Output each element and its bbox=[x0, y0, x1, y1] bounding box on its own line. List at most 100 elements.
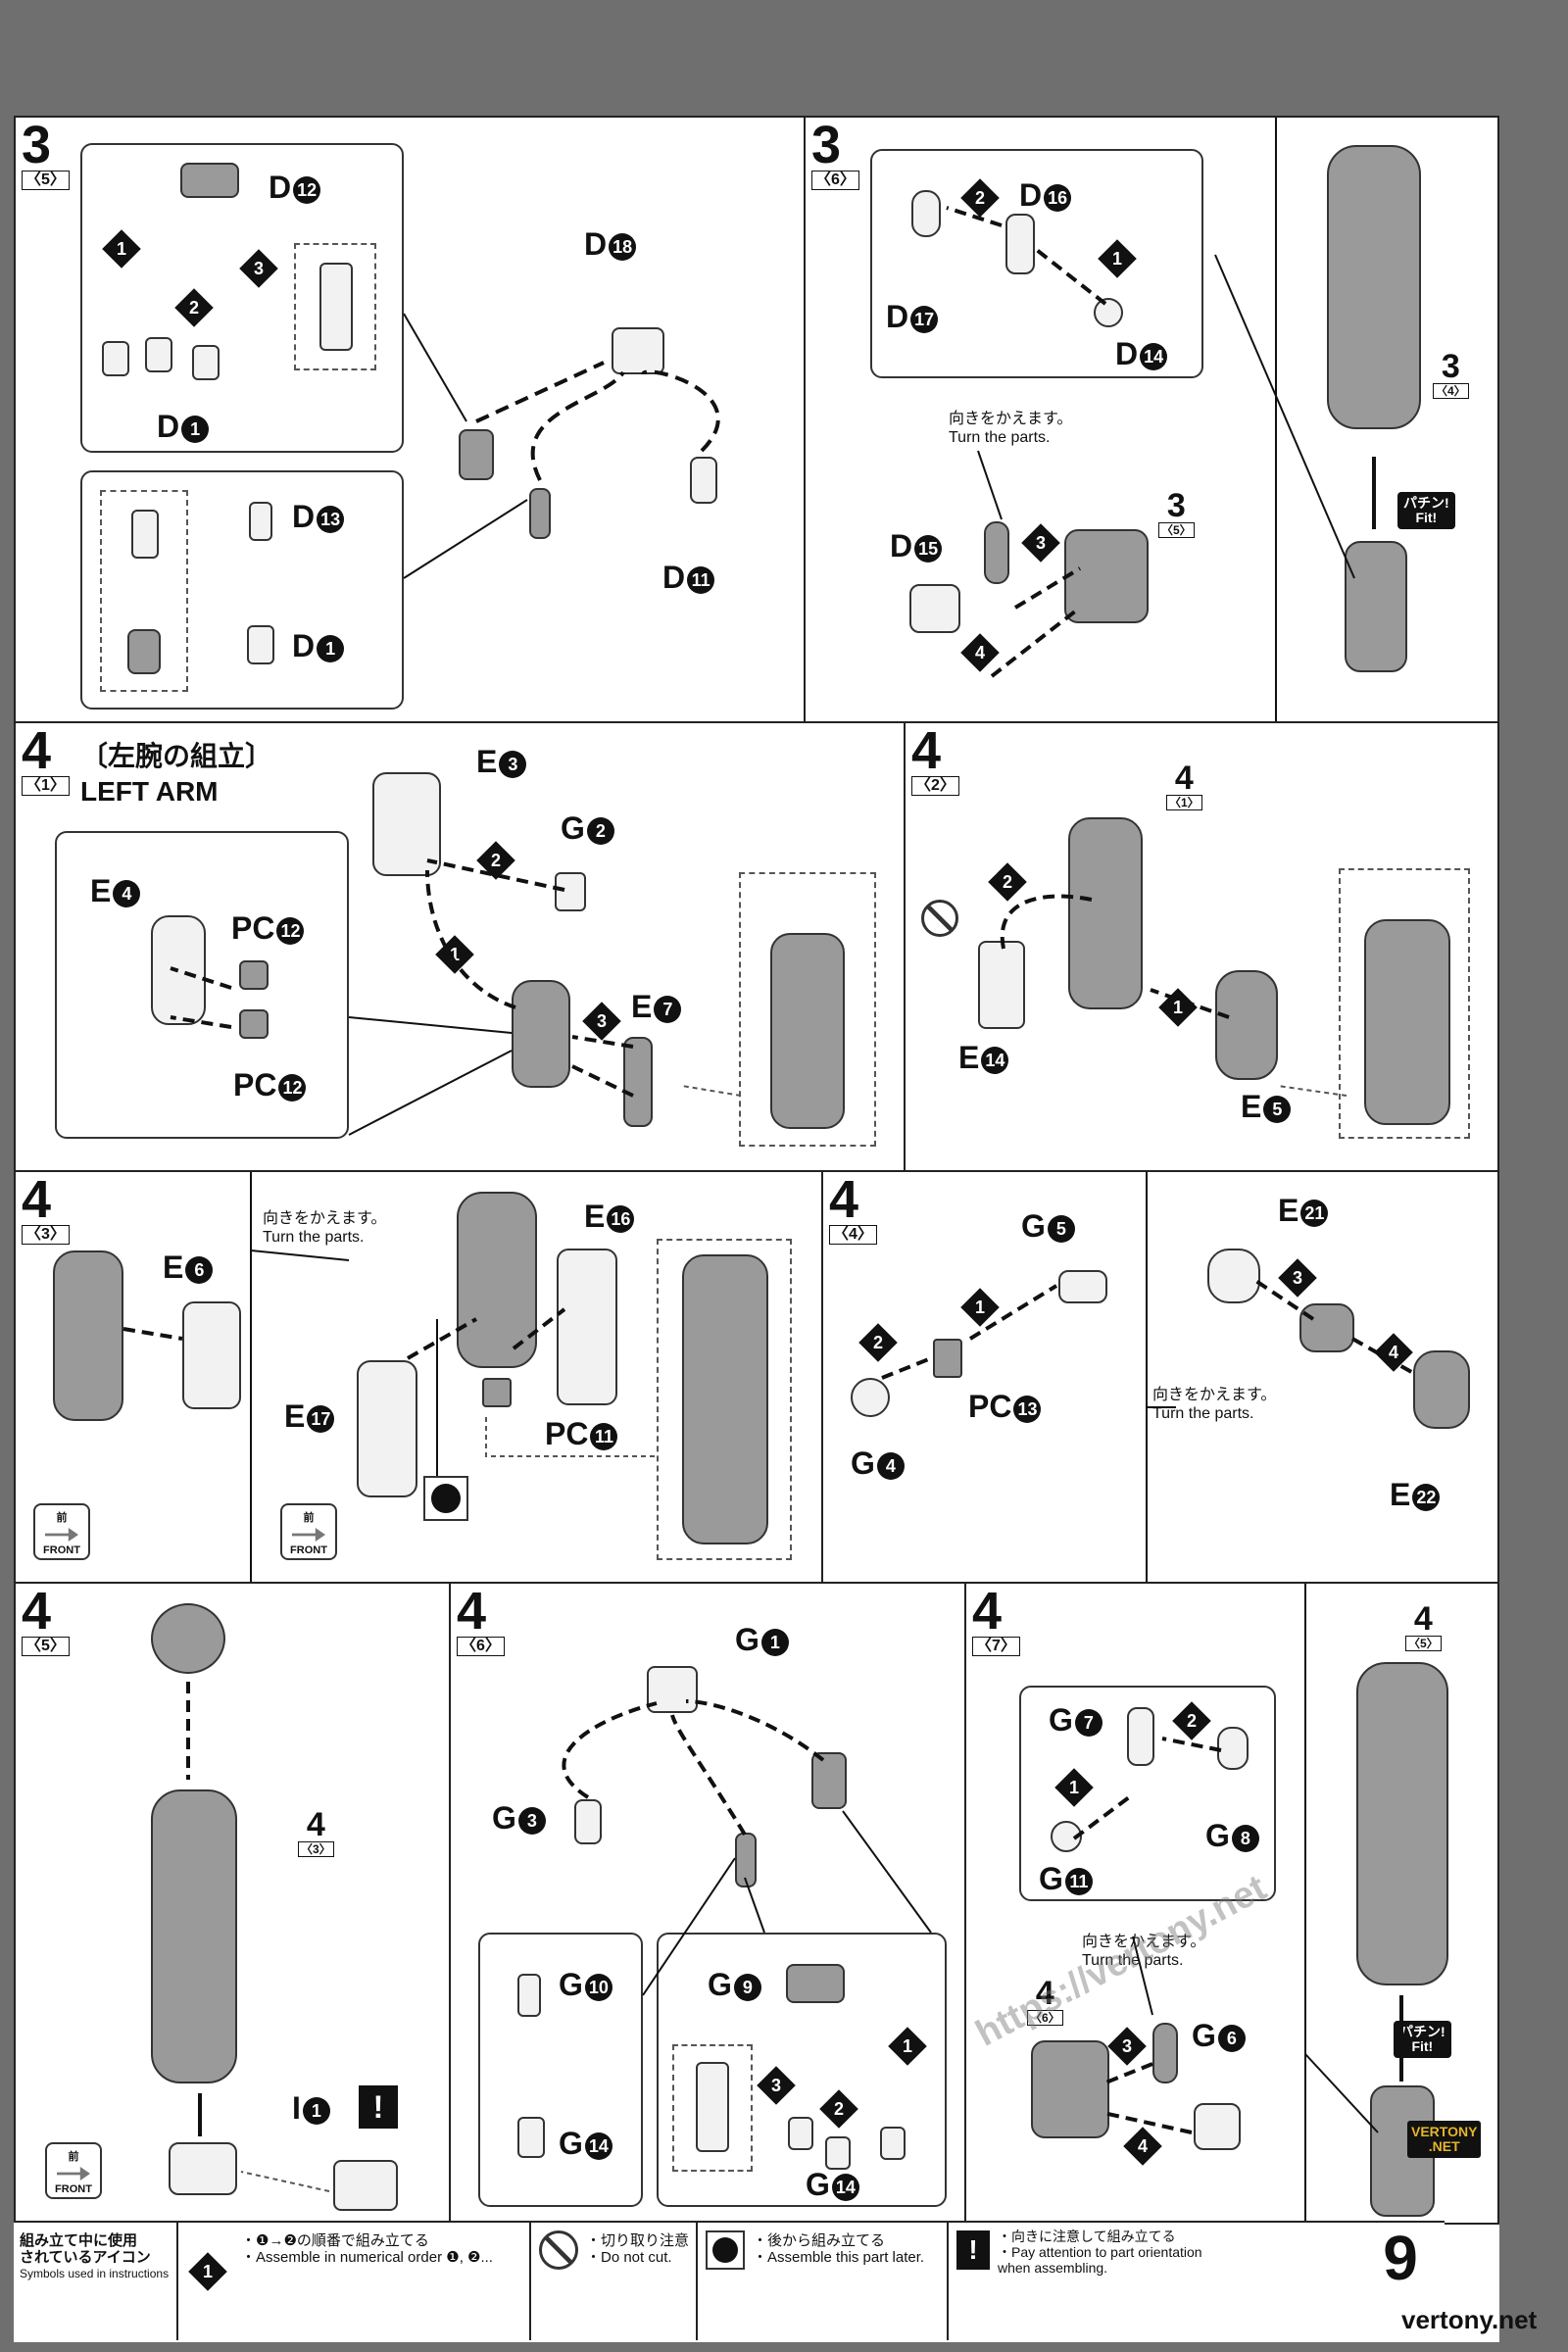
hand-frame-part bbox=[647, 1666, 698, 1713]
vertony-logo: VERTONY.NET bbox=[1407, 2121, 1482, 2158]
hand-assembled-part bbox=[1345, 541, 1407, 672]
polycap-part bbox=[482, 1378, 512, 1407]
substep-number: 〈3〉 bbox=[22, 1225, 70, 1245]
substep-number: 〈6〉 bbox=[457, 1637, 505, 1656]
wrist-joint-part bbox=[1217, 1727, 1249, 1770]
assemble-later-icon bbox=[706, 2230, 745, 2270]
front-jp: 前 bbox=[303, 1512, 315, 1524]
finger-detail-part bbox=[696, 2062, 729, 2152]
shoulder-ball-part bbox=[151, 1603, 225, 1674]
legend-orient-en2: when assembling. bbox=[998, 2260, 1108, 2276]
step-marker-2: 2 bbox=[1172, 1701, 1211, 1740]
wrist-part bbox=[1127, 1707, 1154, 1766]
substep-number: 〈5〉 bbox=[22, 171, 70, 190]
assemble-later-icon bbox=[423, 1476, 468, 1521]
assembly-arrows bbox=[881, 1172, 1416, 1582]
step-marker-1: 1 bbox=[888, 2027, 927, 2066]
elbow-assembly-part bbox=[1299, 1303, 1354, 1352]
upper-arm-frame-part bbox=[372, 772, 441, 876]
turn-parts-note: 向きをかえます。 Turn the parts. bbox=[1152, 1386, 1276, 1423]
polycap-part bbox=[239, 960, 269, 990]
legend-orientation: ! ・向きに注意して組み立てる ・Pay attention to part o… bbox=[949, 2223, 1243, 2340]
step-marker-4: 4 bbox=[960, 633, 1000, 672]
fit-jp: パチン! bbox=[1399, 2024, 1446, 2039]
cap-part bbox=[1051, 1821, 1082, 1852]
hand-frame-part bbox=[612, 327, 664, 374]
logo-line2: .NET bbox=[1428, 2138, 1460, 2154]
front-indicator: 前 FRONT bbox=[33, 1503, 90, 1560]
front-en: FRONT bbox=[55, 2183, 92, 2195]
palm-part bbox=[909, 584, 960, 633]
legend-later-jp: ・後から組み立てる bbox=[753, 2232, 886, 2249]
hand-part bbox=[1064, 529, 1149, 623]
detail-box bbox=[1339, 868, 1470, 1139]
forearm-part bbox=[1327, 145, 1421, 429]
fingers-part bbox=[811, 1752, 847, 1809]
wrist-ball-part bbox=[1152, 2023, 1178, 2083]
thumb-part bbox=[517, 1974, 541, 2017]
elbow-cover-part bbox=[1207, 1249, 1260, 1303]
turn-note-en: Turn the parts. bbox=[1152, 1405, 1254, 1422]
front-jp: 前 bbox=[56, 1512, 68, 1524]
upper-arm-part bbox=[53, 1250, 123, 1421]
step-marker-3: 3 bbox=[1107, 2027, 1147, 2066]
front-en: FRONT bbox=[43, 1544, 80, 1556]
thumb-joint-part bbox=[517, 2117, 545, 2158]
wrist-cover-part bbox=[169, 2142, 237, 2195]
step-marker-3: 3 bbox=[239, 249, 278, 288]
icon-legend: 組み立て中に使用 されているアイコン Symbols used in instr… bbox=[14, 2221, 1445, 2340]
step-marker-2: 2 bbox=[476, 841, 515, 880]
orientation-warning-icon: ! bbox=[359, 2085, 398, 2129]
ref-step-4-5: 4〈5〉 bbox=[1405, 1602, 1442, 1652]
turn-note-jp: 向きをかえます。 bbox=[263, 1210, 387, 1227]
detail-box bbox=[657, 1239, 792, 1560]
turn-note-en: Turn the parts. bbox=[263, 1229, 365, 1246]
wrist-ball-part bbox=[984, 521, 1009, 584]
step-number: 4 bbox=[457, 1582, 487, 1641]
fit-en: Fit! bbox=[1415, 510, 1438, 525]
legend-cut: ・切り取り注意 ・Do not cut. bbox=[531, 2223, 698, 2340]
step-number: 4 bbox=[22, 1170, 52, 1229]
ref-step-3-4: 3〈4〉 bbox=[1433, 350, 1469, 400]
step-marker-3: 3 bbox=[1021, 523, 1060, 563]
logo-line1: VERTONY bbox=[1411, 2124, 1478, 2139]
step-marker-2: 2 bbox=[819, 2089, 858, 2129]
step-number: 4 bbox=[22, 1582, 52, 1641]
step-marker-2: 2 bbox=[858, 1323, 898, 1362]
turn-note-en: Turn the parts. bbox=[949, 429, 1051, 446]
polycap-part bbox=[239, 1009, 269, 1039]
polycap-part bbox=[933, 1339, 962, 1378]
do-not-cut-icon bbox=[921, 900, 958, 937]
arm-cover-part bbox=[182, 1301, 241, 1409]
finger-part bbox=[786, 1964, 845, 2003]
